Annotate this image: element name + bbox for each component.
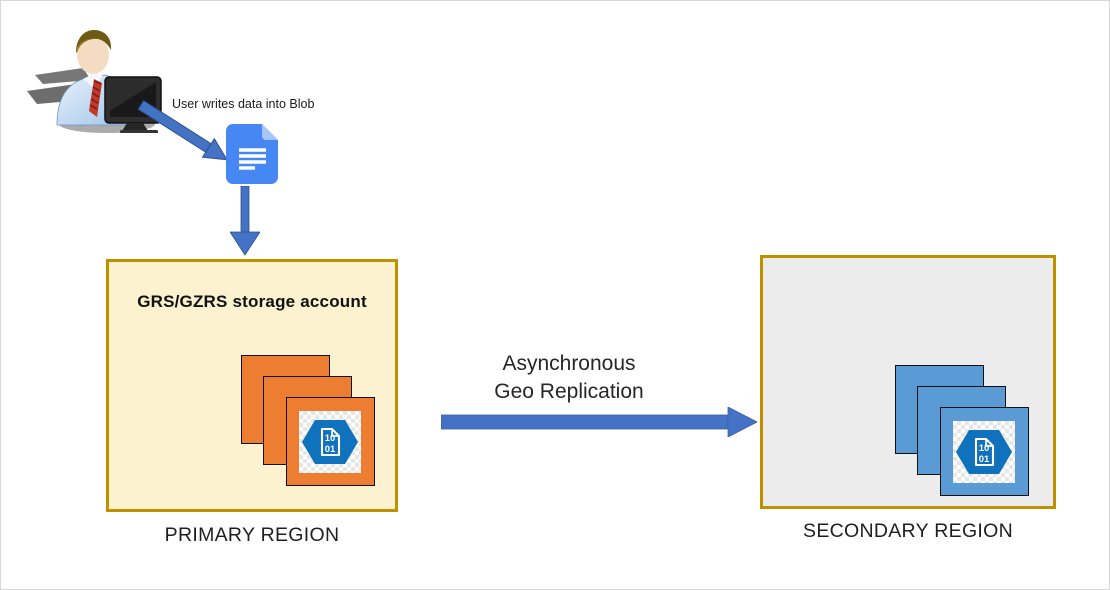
replication-label-line1: Asynchronous [502,352,636,375]
secondary-blob-stack: 10 01 [895,365,1029,496]
primary-region-box: GRS/GZRS storage account 10 01 [106,259,398,512]
storage-account-title: GRS/GZRS storage account [137,292,367,311]
down-arrow-icon [230,186,260,256]
write-arrow-icon [137,100,228,161]
svg-text:01: 01 [325,444,336,455]
secondary-region-label: SECONDARY REGION [803,520,1013,542]
geo-replication-arrow-icon [441,407,757,437]
svg-text:01: 01 [979,454,990,465]
svg-text:10: 10 [979,443,990,454]
blob-hexagon-icon: 10 01 [953,421,1015,483]
primary-region-label: PRIMARY REGION [164,524,340,546]
primary-blob-stack: 10 01 [241,355,375,486]
replication-label-line2: Geo Replication [494,380,644,403]
secondary-region-box: 10 01 [760,255,1056,509]
user-writes-caption: User writes data into Blob [172,97,315,111]
svg-text:10: 10 [325,433,336,444]
replication-label: Asynchronous Geo Replication [438,350,700,406]
blob-document-icon [226,124,278,184]
blob-hexagon-icon: 10 01 [299,411,361,473]
